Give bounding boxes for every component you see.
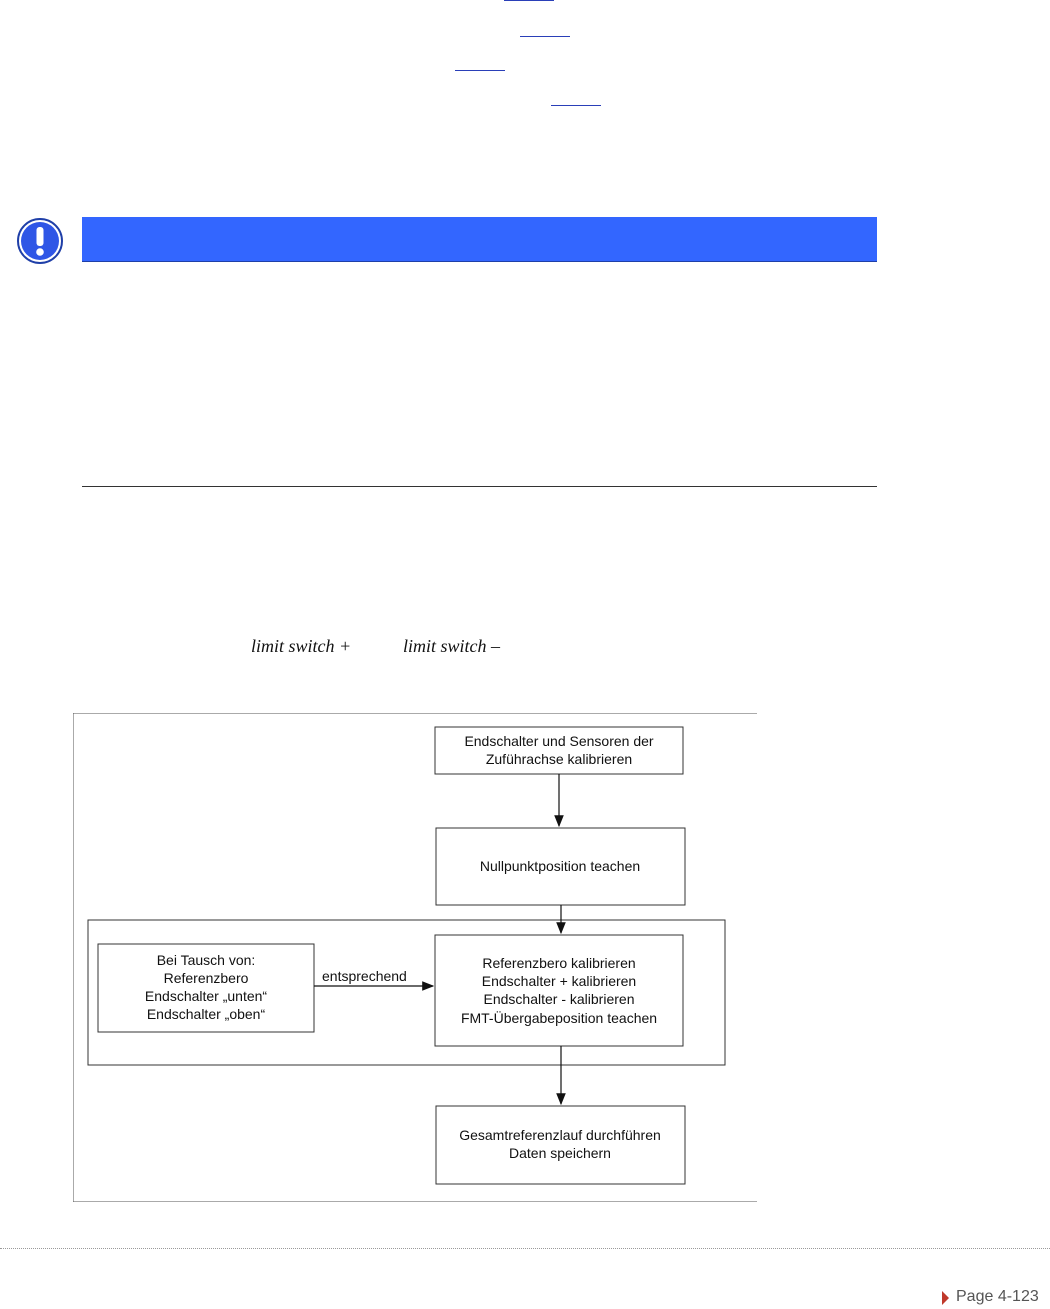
footer-divider: [0, 1248, 1050, 1249]
calibration-flow-diagram: Endschalter und Sensoren der Zuführachse…: [73, 713, 757, 1202]
box-calibrate-refs-line-1: Referenzbero kalibrieren: [482, 955, 635, 971]
link-underline-1[interactable]: [504, 0, 554, 1]
box-replacement-line-4: Endschalter „oben“: [147, 1006, 266, 1022]
notice-header-bar: [82, 217, 877, 262]
box-calibrate-refs-line-4: FMT-Übergabeposition teachen: [461, 1009, 657, 1026]
term-limit-switch-minus: limit switch –: [403, 636, 501, 656]
exclamation-icon: [17, 218, 63, 264]
box-calibrate-refs-line-3: Endschalter - kalibrieren: [484, 991, 635, 1007]
diagram-group-frame: [87, 919, 726, 1066]
box-replacement-line-3: Endschalter „unten“: [145, 988, 268, 1004]
box-teach-zero-line-1: Nullpunktposition teachen: [480, 858, 640, 874]
term-limit-switch-plus: limit switch +: [251, 636, 352, 656]
box-teach-zero: [435, 827, 686, 906]
link-underline-2[interactable]: [520, 36, 570, 37]
box-calibrate-refs: [434, 934, 684, 1047]
box-calibrate-axis-line-2: Zuführachse kalibrieren: [486, 751, 632, 767]
box-calibrate-axis-line-1: Endschalter und Sensoren der: [464, 733, 653, 749]
triangle-right-icon: [942, 1291, 949, 1305]
box-replacement-line-1: Bei Tausch von:: [157, 952, 256, 968]
box-total-reference-line-2: Daten speichern: [509, 1145, 611, 1161]
page-number: Page 4-123: [956, 1288, 1039, 1305]
notice-divider: [82, 486, 877, 487]
box-calibrate-refs-line-2: Endschalter + kalibrieren: [482, 973, 636, 989]
box-replacement-line-2: Referenzbero: [164, 970, 249, 986]
box-total-reference-line-1: Gesamtreferenzlauf durchführen: [459, 1127, 661, 1143]
link-underline-3[interactable]: [455, 70, 505, 71]
link-underline-4[interactable]: [551, 105, 601, 106]
arrow-label: entsprechend: [322, 968, 407, 984]
box-replacement: [97, 943, 315, 1033]
box-total-reference: [435, 1105, 686, 1185]
